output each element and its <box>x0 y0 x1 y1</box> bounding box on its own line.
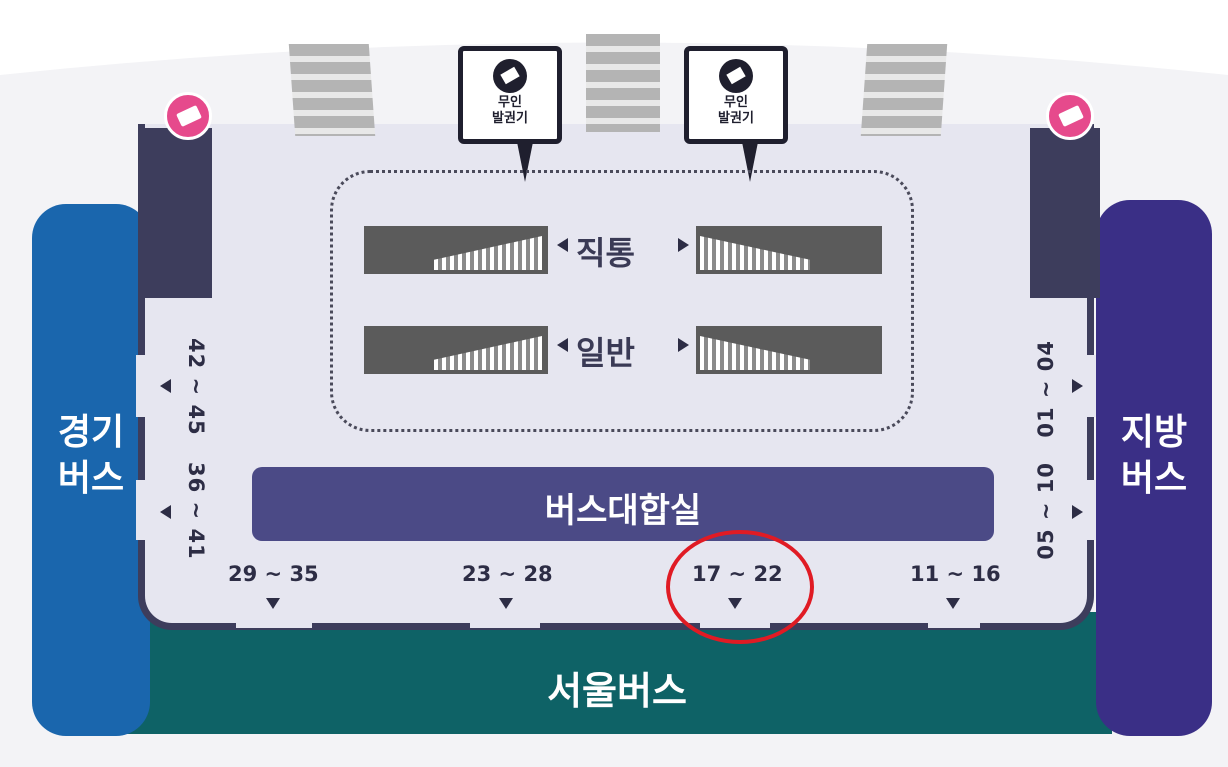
gate-arrow-right-icon <box>1072 379 1083 393</box>
arrow-left-icon <box>557 238 568 252</box>
gate-label-right-bottom: 05 ~ 10 <box>1034 462 1058 560</box>
general-label: 일반 <box>576 334 635 372</box>
escalator-general-left <box>364 326 548 374</box>
bottom-door-gap <box>470 616 540 628</box>
gyeonggi-bus-label: 경기 버스 <box>32 410 150 502</box>
regional-label-line2: 버스 <box>1120 458 1188 499</box>
highlight-circle <box>666 530 814 644</box>
express-label: 직통 <box>576 234 635 272</box>
gate-arrow-down-icon <box>946 598 960 609</box>
arrow-right-icon <box>678 238 689 252</box>
escalator-express-left <box>364 226 548 274</box>
ticket-icon <box>1046 92 1094 140</box>
gate-label-right-top: 01 ~ 04 <box>1034 340 1058 438</box>
ticket-kiosk[interactable]: 무인 발권기 <box>684 46 788 144</box>
kiosk-label-line2: 발권기 <box>718 111 754 126</box>
ticket-icon <box>164 92 212 140</box>
left-door-gap <box>136 480 152 540</box>
right-wall-block <box>1030 128 1100 298</box>
right-door-gap <box>1080 355 1096 417</box>
ticket-kiosk[interactable]: 무인 발권기 <box>458 46 562 144</box>
kiosk-label-line1: 무인 <box>498 95 522 110</box>
left-wall-block <box>138 128 212 298</box>
gyeonggi-bus-area <box>32 204 150 736</box>
left-door-gap <box>136 355 152 417</box>
gate-label-left-bottom: 36 ~ 41 <box>184 462 208 560</box>
stairs <box>288 44 376 136</box>
gate-arrow-down-icon <box>499 598 513 609</box>
gate-label-left-top: 42 ~ 45 <box>184 338 208 436</box>
seoul-bus-area <box>122 612 1112 734</box>
bottom-door-gap <box>928 616 980 628</box>
kiosk-label-line1: 무인 <box>724 95 748 110</box>
bottom-door-gap <box>236 616 312 628</box>
gate-arrow-left-icon <box>160 505 171 519</box>
right-door-gap <box>1080 480 1096 540</box>
gate-label-bottom: 23 ~ 28 <box>462 562 553 586</box>
gyeonggi-label-line1: 경기 <box>57 412 125 453</box>
ticket-icon <box>719 59 753 93</box>
kiosk-label-line2: 발권기 <box>492 111 528 126</box>
regional-label-line1: 지방 <box>1120 412 1188 453</box>
arrow-left-icon <box>557 338 568 352</box>
escalator-zone <box>330 170 914 432</box>
ticket-icon <box>493 59 527 93</box>
arrow-right-icon <box>678 338 689 352</box>
escalator-express-right <box>696 226 882 274</box>
gate-arrow-down-icon <box>266 598 280 609</box>
gate-arrow-left-icon <box>160 379 171 393</box>
gate-arrow-right-icon <box>1072 505 1083 519</box>
waiting-room-label: 버스대합실 <box>544 491 702 531</box>
gate-label-bottom: 29 ~ 35 <box>228 562 319 586</box>
stairs <box>860 44 948 136</box>
seoul-bus-label: 서울버스 <box>547 669 687 713</box>
gyeonggi-label-line2: 버스 <box>57 458 125 499</box>
regional-bus-label: 지방 버스 <box>1096 410 1212 502</box>
regional-bus-area <box>1096 200 1212 736</box>
stairs <box>586 34 660 132</box>
gate-label-bottom: 11 ~ 16 <box>910 562 1001 586</box>
waiting-room[interactable] <box>252 467 994 541</box>
escalator-general-right <box>696 326 882 374</box>
